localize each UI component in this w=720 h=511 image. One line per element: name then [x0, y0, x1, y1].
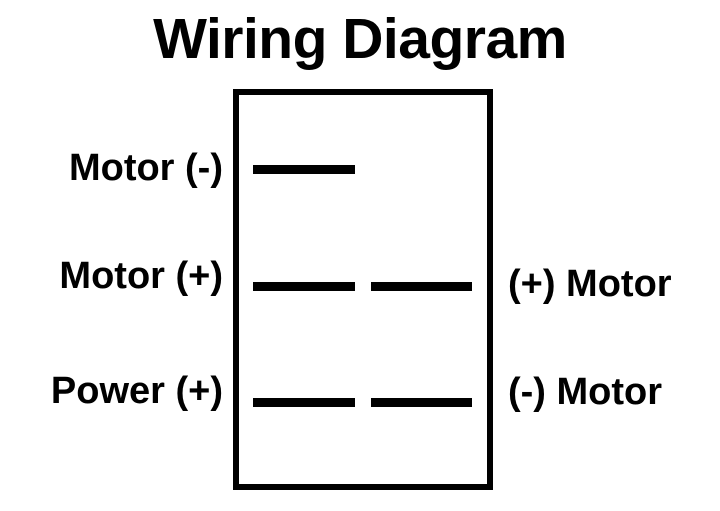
- terminal-bar-row1-left: [253, 165, 355, 174]
- terminal-bar-row2-right: [371, 282, 472, 291]
- label-negative-motor: (-) Motor: [508, 371, 663, 413]
- label-power-positive: Power (+): [50, 370, 223, 412]
- terminal-row: [233, 282, 493, 291]
- label-motor-negative: Motor (-): [68, 147, 223, 189]
- label-positive-motor: (+) Motor: [508, 263, 672, 305]
- terminal-bar-row3-left: [253, 398, 355, 407]
- label-motor-positive: Motor (+): [59, 255, 223, 297]
- terminal-bar-row2-left: [253, 282, 355, 291]
- terminal-row: [233, 398, 493, 407]
- terminal-bar-row3-right: [371, 398, 472, 407]
- terminal-row: [233, 165, 493, 174]
- page-title: Wiring Diagram: [153, 7, 567, 71]
